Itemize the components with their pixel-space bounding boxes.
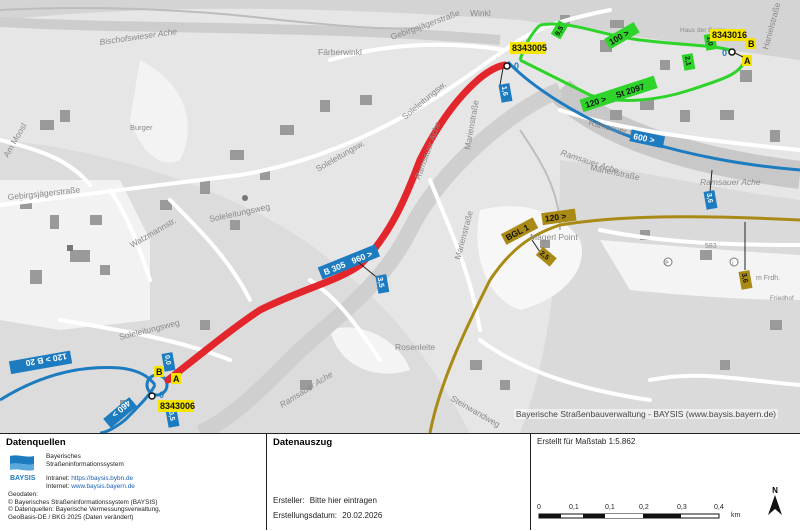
- badge-st2097-2: 2,1: [683, 56, 692, 67]
- scale-title: Erstellt für Maßstab 1:5.862: [537, 437, 636, 446]
- poi-icons: P i: [67, 195, 739, 267]
- node-8343006-zero: 0: [159, 390, 164, 400]
- badge-bottom-05: 0,5: [167, 411, 176, 422]
- baysis-logo-word: BAYSIS: [10, 475, 36, 482]
- baysis-logo: BAYSIS: [8, 452, 42, 482]
- baysis-line1: Bayerisches: [46, 453, 81, 460]
- scale-tick-3: 0,2: [639, 504, 649, 511]
- node-b-bottom: B: [156, 367, 163, 377]
- data-sources-panel: Datenquellen BAYSIS Bayerisches Straßeni…: [0, 434, 267, 530]
- intranet-link[interactable]: https://baysis.bybn.de: [71, 475, 134, 482]
- data-sources-title: Datenquellen: [6, 437, 66, 448]
- badge-b20-2: 3,6: [705, 193, 714, 204]
- node-8343005-label[interactable]: 8343005: [512, 43, 547, 53]
- author-label: Ersteller:: [273, 496, 305, 505]
- scale-panel: Erstellt für Maßstab 1:5.862 0 0,1 0,1 0…: [531, 434, 800, 530]
- badge-bottom-00: 0,0: [163, 355, 172, 366]
- node-8343016-marker[interactable]: [728, 48, 736, 56]
- badge-bgl1-25: 2,5: [538, 250, 550, 262]
- scale-tick-2: 0,1: [605, 504, 615, 511]
- scale-tick-0: 0: [537, 504, 541, 511]
- node-b-top: B: [748, 39, 755, 49]
- geodata-line1: © Bayerisches Straßeninformationssystem …: [8, 498, 158, 506]
- author-value[interactable]: Bitte hier eintragen: [309, 496, 377, 505]
- node-8343006-label[interactable]: 8343006: [160, 401, 195, 411]
- svg-text:P: P: [665, 260, 669, 267]
- geodata-title: Geodaten:: [8, 491, 38, 498]
- highlighted-section[interactable]: [164, 61, 509, 384]
- north-arrow-icon: N: [767, 486, 783, 520]
- scale-bar: [538, 513, 720, 519]
- label-magerl-point: Magerl Point: [530, 232, 578, 242]
- node-8343016-zero: 0: [722, 48, 727, 58]
- geodata-line3: GeoBasis-DE / BKG 2025 (Daten verändert): [8, 513, 134, 521]
- internet-link[interactable]: www.baysis.bayern.de: [71, 482, 135, 490]
- node-a-top: A: [744, 56, 751, 66]
- badge-b305-small: 3,5: [376, 276, 387, 288]
- label-583: 583: [705, 243, 717, 250]
- svg-text:i: i: [732, 260, 734, 267]
- scale-tick-4: 0,3: [677, 504, 687, 511]
- author-row: Ersteller: Bitte hier eintragen: [273, 496, 377, 505]
- label-friedhof: Friedhof: [770, 295, 794, 302]
- baysis-line2: Straßeninformationssystem: [46, 460, 124, 468]
- geodata-sources: Geodaten: © Bayerisches Straßeninformati…: [8, 491, 161, 521]
- label-haus-der-berge: Haus der Berge: [680, 27, 726, 34]
- date-row: Erstellungsdatum: 20.02.2026: [273, 511, 382, 520]
- label-winkl: Winkl: [470, 8, 491, 18]
- intranet-label: Intranet:: [46, 475, 70, 482]
- label-ramsauer-ache-2: Ramsauer Ache: [700, 177, 761, 187]
- date-value: 20.02.2026: [342, 511, 383, 520]
- label-rosenleite: Rosenleite: [395, 342, 435, 352]
- map-attribution: Bayerische Straßenbauverwaltung - BAYSIS…: [513, 409, 778, 419]
- label-frdh: m Frdh.: [756, 275, 780, 282]
- baysis-links: Intranet: https://baysis.bybn.de Interne…: [46, 475, 135, 490]
- node-8343006-marker[interactable]: [148, 392, 156, 400]
- node-8343016-label[interactable]: 8343016: [712, 30, 747, 40]
- date-label: Erstellungsdatum:: [273, 511, 338, 520]
- scale-tick-5: 0,4: [714, 504, 724, 511]
- badge-b20-600: 600 >: [632, 131, 655, 145]
- badge-st2097-95: 9,5: [554, 25, 565, 37]
- scale-unit: km: [731, 512, 741, 519]
- node-8343005-zero: 0: [514, 61, 519, 71]
- north-label: N: [772, 486, 778, 495]
- data-extract-title: Datenauszug: [273, 437, 333, 448]
- node-a-bottom: A: [173, 374, 180, 384]
- map-view[interactable]: Gebirgsjägerstraße Gebirgsjägerstraße Fä…: [0, 0, 800, 434]
- geodata-line2: © Datenquellen: Bayerische Vermessungsve…: [8, 506, 161, 514]
- node-8343005-marker[interactable]: [503, 62, 511, 70]
- label-faerberwinkl: Färberwinkl: [318, 47, 362, 57]
- baysis-description: Bayerisches Straßeninformationssystem: [46, 453, 124, 468]
- badge-st2097-n2: 1,0: [705, 36, 714, 47]
- badge-bgl1-36: 3,6: [740, 273, 749, 284]
- data-extract-panel: Datenauszug Ersteller: Bitte hier eintra…: [267, 434, 531, 530]
- badge-bgl1-120: 120 >: [544, 211, 567, 224]
- label-burger: Burger: [130, 123, 153, 132]
- scale-tick-1: 0,1: [569, 504, 579, 511]
- map-canvas[interactable]: Gebirgsjägerstraße Gebirgsjägerstraße Fä…: [0, 0, 800, 433]
- internet-label: Internet:: [46, 482, 70, 490]
- badge-b20-1: 1,6: [500, 86, 509, 97]
